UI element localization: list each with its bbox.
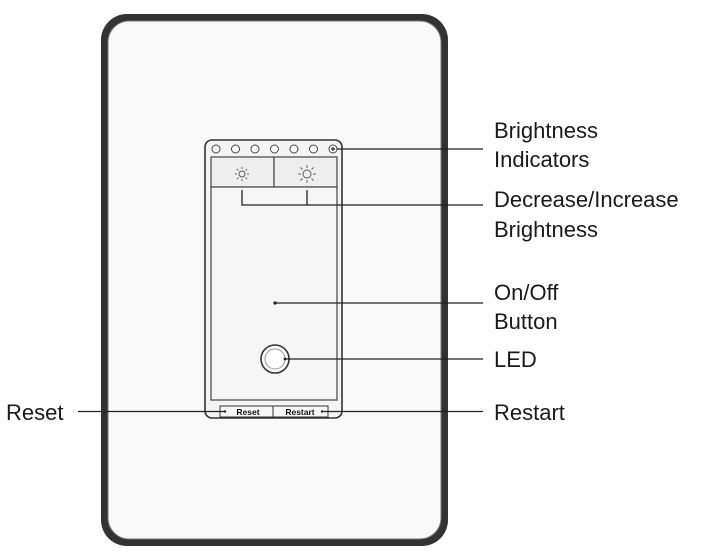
increase-brightness-button[interactable] [273, 156, 338, 188]
led-label: LED [494, 347, 537, 372]
indicator-dot [270, 144, 279, 154]
reset-button[interactable]: Reset [219, 405, 274, 418]
led-indicator [260, 344, 290, 374]
indicator-dot [250, 144, 260, 154]
indicator-dot [289, 144, 299, 154]
reset-button-label: Reset [236, 407, 259, 417]
restart-button[interactable]: Restart [272, 405, 329, 418]
on-off-button-point [273, 301, 277, 305]
brightness-indicators-label-line1: Brightness [494, 118, 598, 143]
brightness-indicators-label-line2: Indicators [494, 147, 589, 172]
leader-lines [78, 148, 483, 413]
indicator-dot [231, 144, 240, 154]
restart-callout-label: Restart [494, 400, 565, 425]
indicator-dot [211, 144, 221, 154]
large-sun-icon [298, 165, 316, 183]
callout-labels: Brightness Indicators Decrease/Increase … [6, 118, 679, 425]
indicator-dot [309, 144, 318, 154]
restart-button-label: Restart [285, 407, 314, 417]
leader-decrease-brightness [241, 190, 483, 206]
reset-callout-label: Reset [6, 400, 63, 425]
brightness-indicator-dots [211, 144, 338, 154]
on-off-label-line1: On/Off [494, 280, 559, 305]
switch-panel: Reset Restart [204, 139, 343, 419]
decrease-increase-label-line2: Brightness [494, 217, 598, 242]
decrease-brightness-button[interactable] [210, 156, 275, 188]
decrease-increase-label-line1: Decrease/Increase [494, 187, 679, 212]
small-sun-icon [235, 167, 249, 181]
indicator-dot-center [331, 147, 335, 151]
on-off-label-line2: Button [494, 309, 558, 334]
